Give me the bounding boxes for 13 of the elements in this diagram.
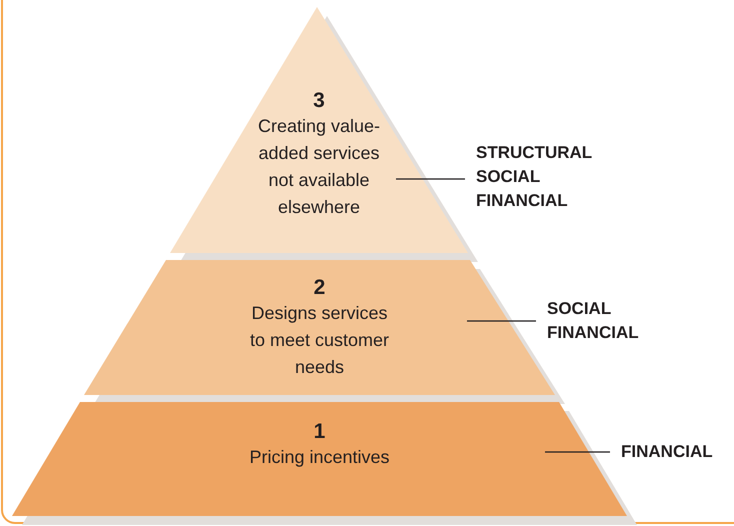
tier-number: 2 xyxy=(314,276,326,300)
tier-description: Creating value-added services not available elsewhere xyxy=(256,115,382,219)
tier-description: Pricing incentives xyxy=(249,446,390,469)
tier-label: FINANCIAL xyxy=(610,440,713,464)
leader-line xyxy=(545,451,610,453)
leader-line xyxy=(396,178,465,180)
leader-line xyxy=(467,320,536,322)
tier-label: SOCIAL FINANCIAL xyxy=(536,297,639,345)
tier-description: Designs services to meet customer needs xyxy=(248,302,390,379)
tier-number: 1 xyxy=(314,420,326,444)
tier-number: 3 xyxy=(313,89,325,113)
tier-label: STRUCTURAL SOCIAL FINANCIAL xyxy=(465,141,592,213)
pyramid-tier xyxy=(170,7,468,253)
